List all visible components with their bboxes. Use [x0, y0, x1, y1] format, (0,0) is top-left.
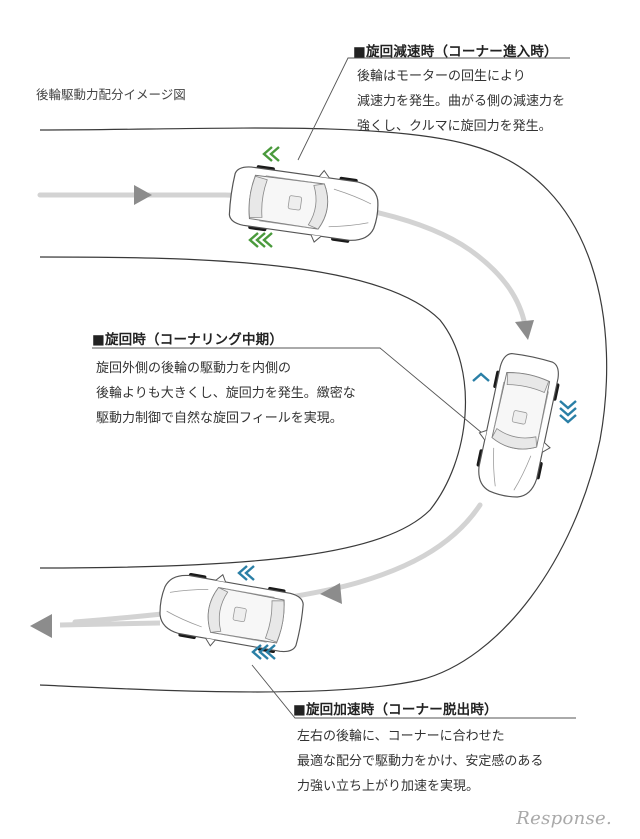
blue-chevron-icon: [237, 565, 255, 581]
blue-chevron-icon: [559, 400, 577, 424]
exit-line-3: 力強い立ち上がり加速を実現。: [297, 779, 480, 794]
green-chevron-icon: [262, 146, 280, 162]
car-mid-icon: [467, 348, 569, 504]
car-entry-icon: [225, 157, 383, 251]
entry-heading: ■旋回減速時（コーナー進入時）: [353, 44, 558, 60]
leader-line-mid: [92, 347, 501, 449]
mid-heading: ■旋回時（コーナリング中期）: [92, 332, 284, 348]
exit-line-2: 最適な配分で駆動力をかけ、安定感のある: [297, 754, 544, 769]
entry-line-2: 減速力を発生。曲がる側の減速力を: [357, 94, 566, 109]
mid-line-3: 駆動力制御で自然な旋回フィールを実現。: [96, 411, 343, 426]
blue-chevron-icon: [251, 644, 276, 660]
path-arrow-icon: [30, 614, 52, 638]
mid-line-1: 旋回外側の後輪の駆動力を内側の: [96, 361, 292, 376]
path-arrow-icon: [134, 185, 152, 205]
response-logo: Response.: [516, 808, 612, 829]
road-inner-edge: [39, 256, 466, 569]
mid-line-2: 後輪よりも大きくし、旋回力を発生。緻密な: [96, 386, 356, 401]
path-arrow-icon: [320, 583, 342, 604]
car-exit-icon: [154, 564, 308, 662]
road-outer-edge: [39, 127, 608, 693]
path-arrow-icon: [515, 320, 534, 340]
blue-chevron-icon: [472, 372, 490, 382]
green-chevron-icon: [248, 232, 273, 248]
leader-line-entry: [297, 57, 570, 161]
exit-line-1: 左右の後輪に、コーナーに合わせた: [297, 729, 505, 744]
diagram-caption: 後輪駆動力配分イメージ図: [36, 87, 186, 102]
entry-line-1: 後輪はモーターの回生により: [357, 69, 526, 84]
leader-line-exit: [251, 664, 576, 719]
exit-heading: ■旋回加速時（コーナー脱出時）: [293, 702, 498, 718]
entry-line-3: 強くし、クルマに旋回力を発生。: [357, 119, 552, 134]
